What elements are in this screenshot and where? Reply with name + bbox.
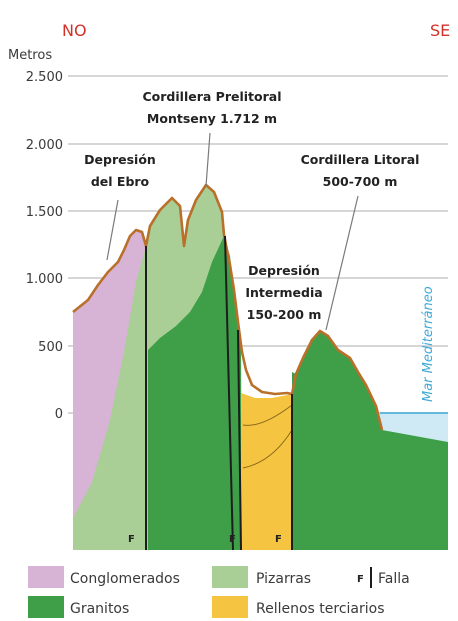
- fault-mark-1: F: [128, 534, 135, 545]
- legend: Conglomerados Pizarras F Falla Granitos …: [28, 566, 410, 618]
- legend-label-pizarras: Pizarras: [256, 571, 311, 587]
- legend-fault-symbol: F: [357, 574, 364, 585]
- legend-label-rellenos: Rellenos terciarios: [256, 601, 385, 617]
- label-intermedia-line3: 150-200 m: [247, 307, 322, 322]
- legend-swatch-granitos: [28, 596, 64, 618]
- label-intermedia-line2: Intermedia: [245, 285, 322, 300]
- layer-granitos-prelitoral: [148, 236, 242, 550]
- fault-mark-2: F: [229, 534, 236, 545]
- label-mediterranean-sea: Mar Mediterráneo: [421, 286, 436, 402]
- fault-mark-3: F: [275, 534, 282, 545]
- label-litoral-height: 500-700 m: [323, 174, 398, 189]
- tick-label-1000: 1.000: [26, 272, 63, 287]
- label-litoral-name: Cordillera Litoral: [301, 152, 420, 167]
- tick-label-0: 0: [55, 407, 63, 422]
- sea-area: [380, 413, 448, 442]
- label-ebro-line2: del Ebro: [91, 174, 150, 189]
- label-intermedia-line1: Depresión: [248, 263, 320, 278]
- label-ebro-line1: Depresión: [84, 152, 156, 167]
- legend-label-falla: Falla: [378, 571, 410, 587]
- tick-label-500: 500: [38, 340, 63, 355]
- terrain-surface-line: [72, 183, 384, 431]
- fault-lines: [145, 235, 293, 551]
- legend-label-granitos: Granitos: [70, 601, 129, 617]
- label-prelitoral-name: Cordillera Prelitoral: [143, 89, 282, 104]
- tick-label-2000: 2.000: [26, 138, 63, 153]
- label-prelitoral-height: Montseny 1.712 m: [147, 111, 277, 126]
- direction-southeast: SE: [430, 21, 450, 40]
- axis-unit-label: Metros: [8, 48, 52, 63]
- tick-label-1500: 1.500: [26, 205, 63, 220]
- layer-rellenos-terciarios: [241, 393, 292, 550]
- legend-swatch-conglomerados: [28, 566, 64, 588]
- legend-swatch-rellenos: [212, 596, 248, 618]
- layer-granitos-litoral: [292, 331, 448, 550]
- direction-northwest: NO: [62, 21, 87, 40]
- legend-label-conglomerados: Conglomerados: [70, 571, 180, 587]
- legend-swatch-pizarras: [212, 566, 248, 588]
- tick-label-2500: 2.500: [26, 70, 63, 85]
